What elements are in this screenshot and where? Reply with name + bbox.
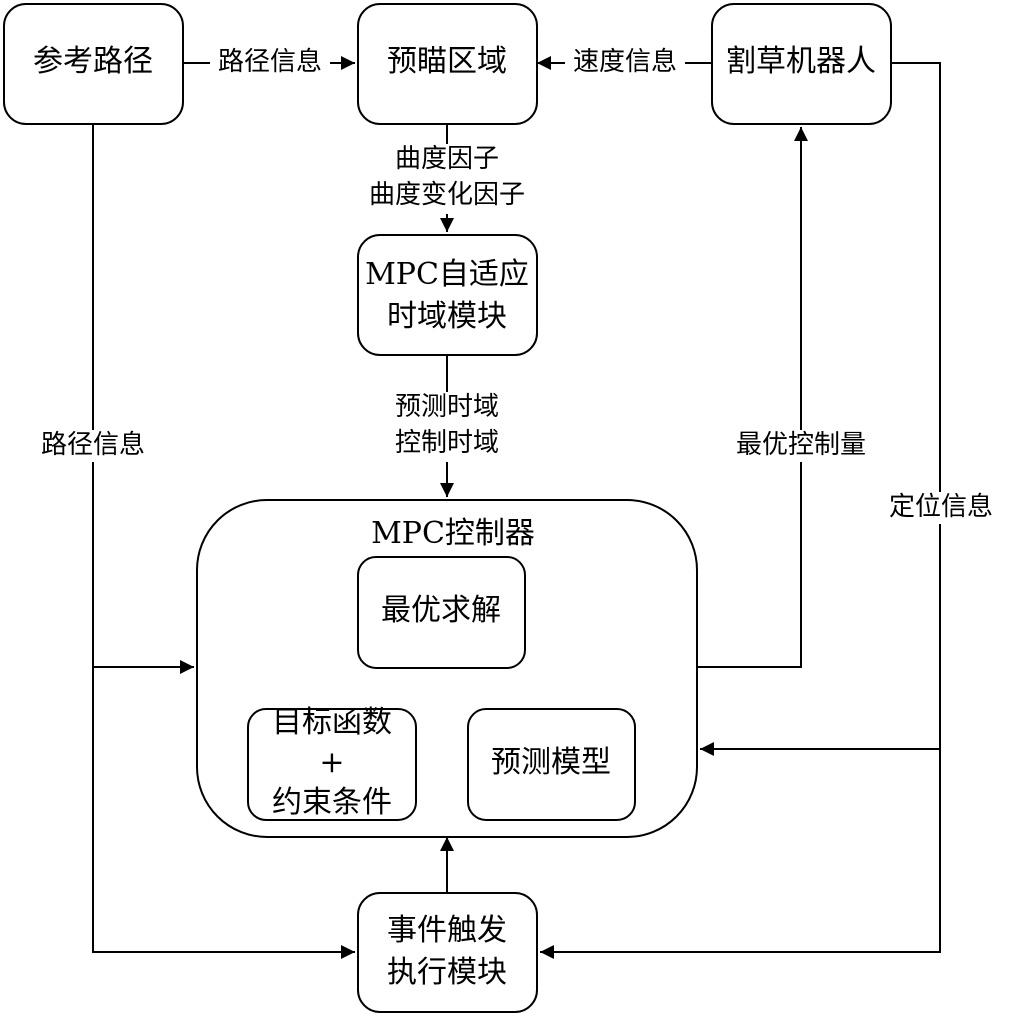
mower-robot-box <box>711 3 892 125</box>
event-trigger-label-line1: 事件触发 <box>387 913 507 948</box>
edge-label-optimal-control: 最优控制量 <box>736 430 866 460</box>
event-trigger-box <box>357 892 538 1013</box>
edge-label-speed-info: 速度信息 <box>573 47 677 77</box>
edge-label-position-info: 定位信息 <box>889 492 993 522</box>
objective-label-plus: + <box>319 745 344 780</box>
edge-label-curvature-line1: 曲度因子 <box>395 144 499 174</box>
objective-box <box>247 708 417 821</box>
ref-path-label: 参考路径 <box>33 44 153 79</box>
edge-label-horizons-line1: 预测时域 <box>395 392 499 422</box>
optimal-solve-box <box>357 556 526 669</box>
ref-path-box <box>3 3 184 125</box>
mpc-adaptive-label-line1: MPC自适应 <box>365 257 529 292</box>
edge-label-curvature-line2: 曲度变化因子 <box>369 180 525 210</box>
edge-label-path-info-left: 路径信息 <box>41 430 145 460</box>
preview-area-box <box>357 3 538 125</box>
edge-label-horizons-line2: 控制时域 <box>395 428 499 458</box>
edge-ref-left-rail <box>92 124 355 959</box>
mpc-adaptive-label-line2: 时域模块 <box>387 299 507 334</box>
event-trigger-label-line2: 执行模块 <box>387 955 507 990</box>
mpc-controller-title: MPC控制器 <box>371 516 535 551</box>
objective-label-line1: 目标函数 <box>272 705 392 740</box>
mower-robot-label: 割草机器人 <box>726 44 876 79</box>
edge-label-path-info-top: 路径信息 <box>218 47 322 77</box>
objective-label-line2: 约束条件 <box>272 785 392 820</box>
mpc-adaptive-box <box>357 234 538 356</box>
preview-area-label: 预瞄区域 <box>387 44 507 79</box>
optimal-solve-label: 最优求解 <box>381 593 501 628</box>
prediction-model-label: 预测模型 <box>491 745 611 780</box>
prediction-model-box <box>467 708 636 821</box>
edge-controller-to-robot <box>697 127 808 668</box>
